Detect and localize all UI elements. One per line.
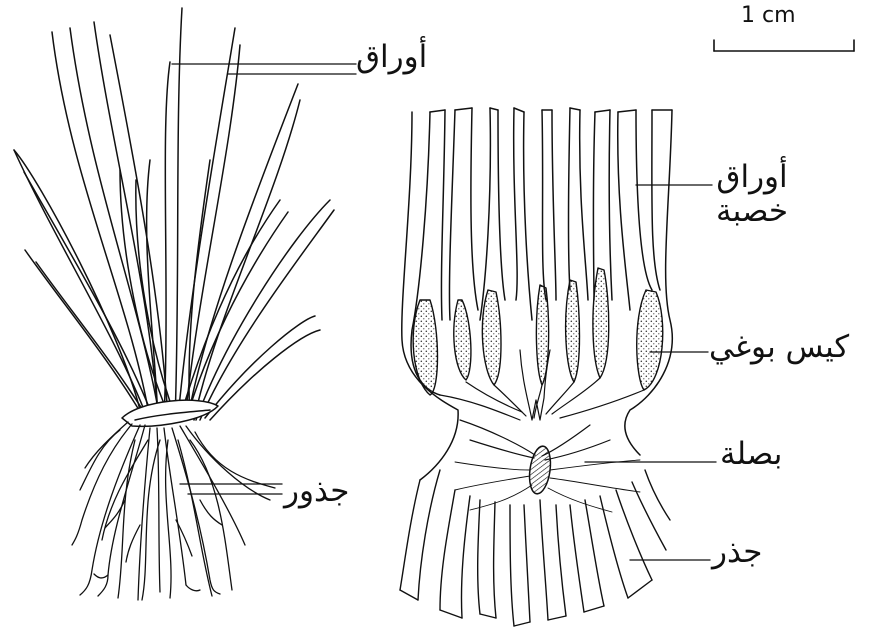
label-root: جذر	[712, 535, 762, 569]
label-fertile-leaves: أوراق خصبة	[716, 160, 788, 228]
leaf-blades	[14, 8, 334, 422]
label-bulb: بصلة	[720, 437, 782, 471]
whole-plant-drawing	[14, 8, 334, 600]
longitudinal-section-drawing	[400, 108, 672, 626]
scale-bar-label: 1 cm	[741, 4, 796, 28]
scale-bar	[714, 40, 854, 51]
label-sporangium: كيس بوغي	[709, 330, 849, 364]
leaf-sheath	[122, 400, 218, 426]
root-system	[72, 422, 275, 600]
label-fertile-leaves-line2: خصبة	[716, 194, 788, 228]
sporangia	[413, 268, 663, 395]
label-fertile-leaves-line1: أوراق	[716, 160, 788, 194]
label-leaves: أوراق	[356, 40, 427, 74]
label-roots: جذور	[284, 474, 349, 508]
